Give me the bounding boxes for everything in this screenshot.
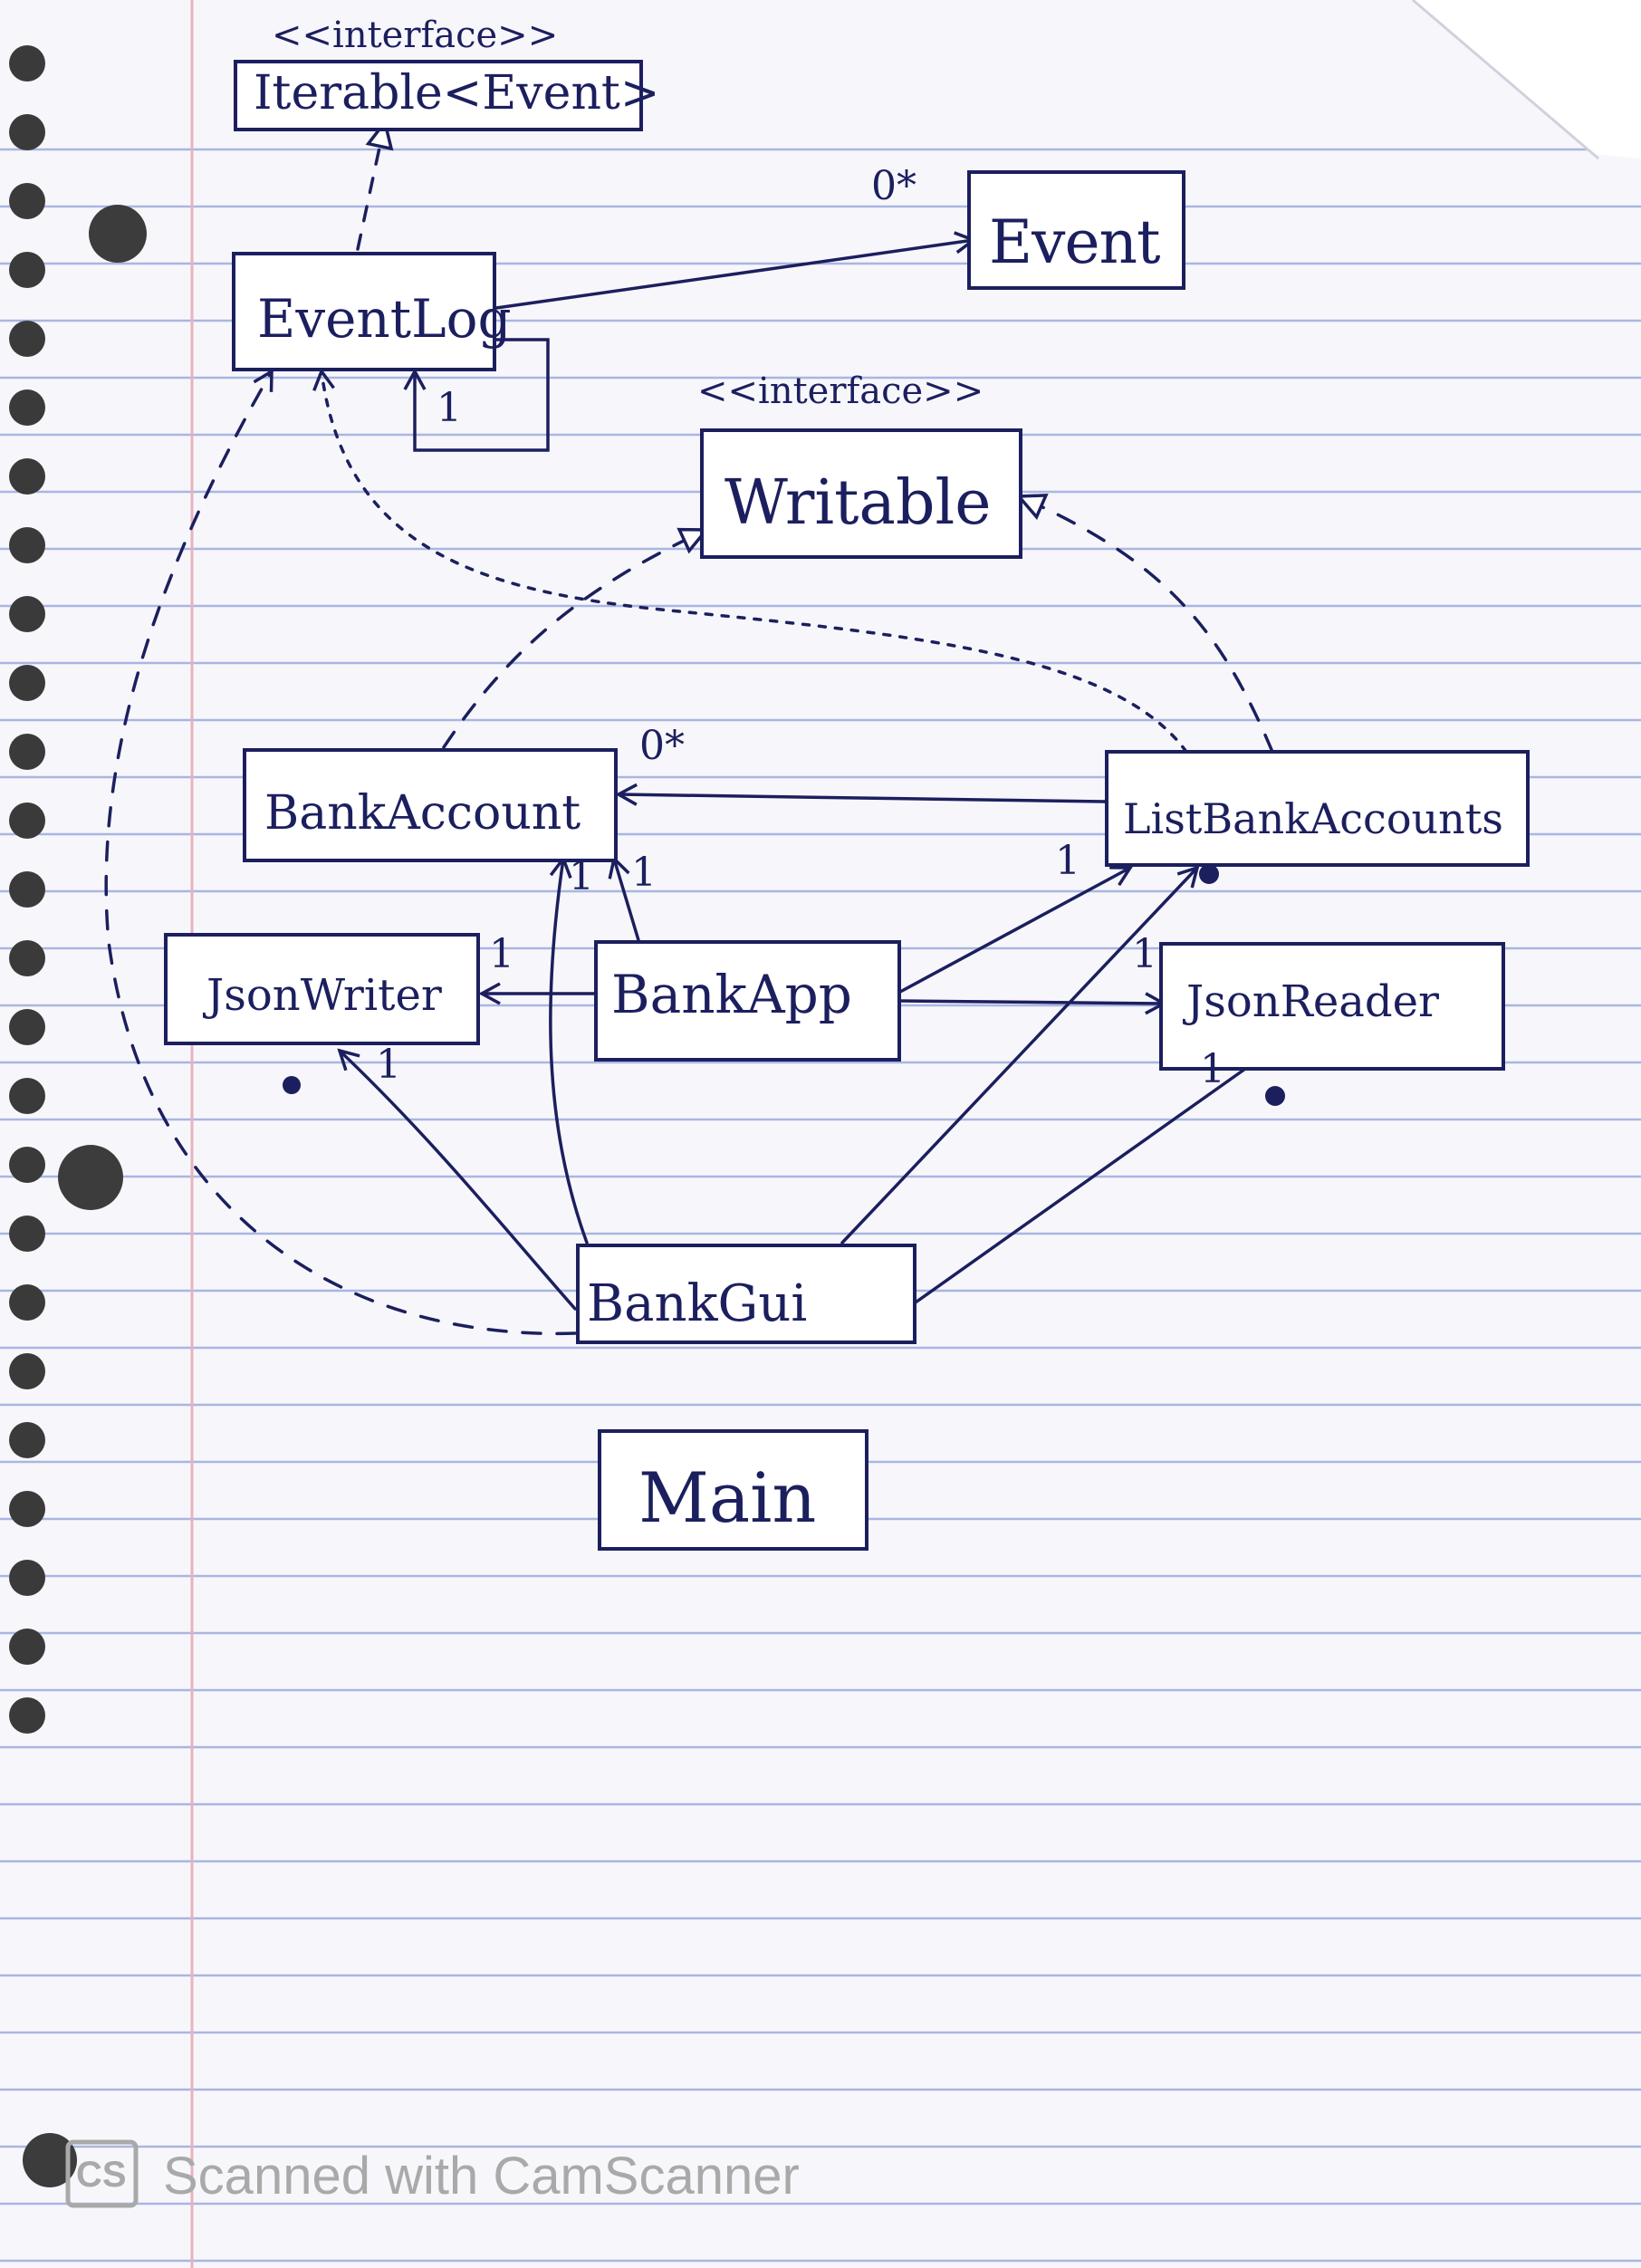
spiral-ring	[9, 1353, 45, 1389]
spiral-ring	[9, 1422, 45, 1458]
spiral-ring	[9, 871, 45, 908]
spiral-ring	[9, 1284, 45, 1321]
spiral-ring	[9, 1560, 45, 1596]
class-name-bankaccount: BankAccount	[264, 786, 581, 841]
bankgui-bankaccount-association	[549, 855, 589, 1245]
punch-hole	[89, 205, 147, 263]
iterable-stereotype: <<interface>>	[272, 14, 558, 56]
class-name-iterable: Iterable<Event>	[254, 66, 659, 120]
bankaccount-writable-realization	[442, 530, 706, 749]
bankapp-jsonreader-association	[898, 992, 1167, 1015]
spiral-ring	[9, 1216, 45, 1252]
mult-bankapp-bankaccount: 1	[631, 850, 657, 896]
class-box-event	[967, 170, 1185, 290]
class-name-writable: Writable	[725, 467, 991, 539]
bankgui-eventlog-dependency	[104, 368, 577, 1336]
mult-bankgui-jsonreader: 1	[1200, 1046, 1225, 1092]
spiral-ring	[9, 1697, 45, 1734]
spiral-ring	[9, 665, 45, 701]
class-name-jsonreader: JsonReader	[1182, 976, 1439, 1027]
mult-bankapp-jsonreader: 1	[1132, 931, 1157, 977]
mult-list-bankapp: 1	[1055, 838, 1080, 884]
spiral-ring	[9, 940, 45, 976]
list-bankaccount-aggregation	[619, 794, 1105, 802]
eventlog-iterable-realization	[356, 122, 385, 251]
spiral-ring	[9, 389, 45, 426]
spiral-ring	[9, 252, 45, 288]
class-box-bankgui	[576, 1244, 916, 1344]
bankgui-jsonreader-association	[911, 1056, 1262, 1306]
ink-dot	[1199, 864, 1219, 884]
spiral-binding	[9, 45, 45, 1734]
spiral-ring	[9, 321, 45, 357]
class-box-bankapp	[594, 940, 901, 1062]
ink-dot	[1265, 1086, 1285, 1106]
spiral-ring	[9, 596, 45, 632]
spiral-ring	[9, 114, 45, 150]
camscanner-logo-icon	[65, 2139, 139, 2208]
class-name-event: Event	[989, 207, 1160, 277]
class-name-main: Main	[638, 1457, 816, 1538]
mult-bankapp-jsonwriter: 1	[489, 931, 514, 977]
paper-fold-edge	[1412, 0, 1599, 160]
punch-hole	[23, 2133, 77, 2187]
class-box-writable	[700, 428, 1022, 559]
camscanner-watermark: CS Scanned with CamScanner	[65, 2139, 800, 2208]
paper-corner-fold	[1413, 0, 1641, 159]
bankgui-list-association	[840, 865, 1200, 1245]
punch-hole	[58, 1145, 123, 1210]
bankapp-bankaccount-association	[608, 855, 640, 942]
class-box-jsonwriter	[164, 933, 480, 1045]
spiral-ring	[9, 802, 45, 839]
list-eventlog-dependency	[312, 368, 1188, 754]
eventlog-event-association	[494, 231, 977, 310]
class-name-bankgui: BankGui	[587, 1274, 807, 1333]
mult-bankaccount-list: 0*	[639, 723, 685, 769]
spiral-ring	[9, 458, 45, 495]
spiral-ring	[9, 1147, 45, 1183]
bankgui-jsonwriter-association	[337, 1048, 577, 1311]
writable-stereotype: <<interface>>	[697, 370, 984, 412]
class-box-jsonreader	[1159, 942, 1505, 1071]
camscanner-logo-text: CS	[76, 2155, 127, 2195]
spiral-ring	[9, 1078, 45, 1114]
spiral-ring	[9, 527, 45, 563]
spiral-ring	[9, 1629, 45, 1665]
class-box-bankaccount	[243, 748, 618, 862]
camscanner-watermark-text: Scanned with CamScanner	[163, 2147, 800, 2206]
mult-eventlog-event: 0*	[871, 163, 916, 209]
class-box-main	[598, 1429, 868, 1551]
mult-bankgui-bankaccount: 1	[569, 853, 594, 899]
mult-bankgui-jsonwriter: 1	[376, 1042, 401, 1088]
class-name-listbankaccounts: ListBankAccounts	[1123, 794, 1503, 843]
spiral-ring	[9, 1009, 45, 1045]
class-box-eventlog	[232, 252, 496, 371]
spiral-ring	[9, 734, 45, 770]
mult-eventlog-self: 1	[437, 385, 462, 431]
ink-dot	[283, 1076, 301, 1094]
bankapp-list-association	[898, 866, 1134, 994]
class-box-iterable	[234, 60, 643, 131]
spiral-ring	[9, 1491, 45, 1527]
class-name-jsonwriter: JsonWriter	[202, 970, 442, 1021]
eventlog-self-association	[403, 338, 550, 452]
class-name-bankapp: BankApp	[611, 964, 852, 1025]
spiral-ring	[9, 183, 45, 219]
class-box-listbankaccounts	[1105, 750, 1530, 867]
class-name-eventlog: EventLog	[257, 288, 512, 350]
spiral-ring	[9, 45, 45, 82]
list-writable-realization	[1019, 496, 1274, 754]
